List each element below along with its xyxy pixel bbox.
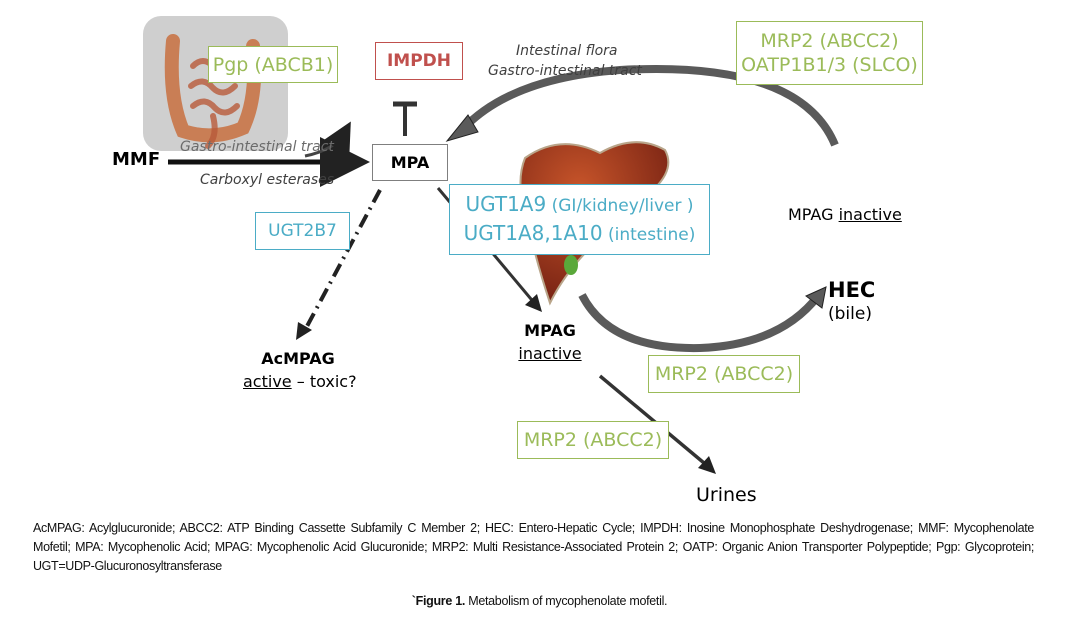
node-acmpag: AcMPAG active – toxic? bbox=[243, 347, 357, 393]
transporter-mrp2-bile: MRP2 (ABCC2) bbox=[648, 355, 800, 393]
node-mpag-right-status: inactive bbox=[838, 205, 902, 224]
figure-caption: `Figure 1. Metabolism of mycophenolate m… bbox=[0, 594, 1079, 608]
node-mpag-right-title: MPAG bbox=[788, 205, 834, 224]
inhibition-mpa-impdh bbox=[393, 101, 417, 136]
figure-caption-label: `Figure 1. bbox=[411, 594, 466, 608]
enzyme-ugt2b7: UGT2B7 bbox=[255, 212, 350, 250]
transporter-mrp2-urine-label: MRP2 (ABCC2) bbox=[523, 429, 663, 451]
node-mpag-right: MPAG inactive bbox=[788, 205, 902, 224]
enzyme-ugt1a8: UGT1A8,1A10 (intestine) bbox=[464, 220, 696, 249]
node-mpag-mid-title: MPAG bbox=[524, 321, 576, 340]
transporter-oatp-label: OATP1B1/3 (SLCO) bbox=[741, 54, 918, 76]
node-acmpag-title: AcMPAG bbox=[261, 349, 335, 368]
transporter-pgp-label: Pgp (ABCB1) bbox=[212, 53, 334, 76]
node-mpag-mid: MPAG inactive bbox=[514, 319, 586, 365]
figure-caption-text: Metabolism of mycophenolate mofetil. bbox=[465, 594, 668, 608]
node-mmf: MMF bbox=[112, 149, 161, 170]
arrow-mpag-to-hec bbox=[578, 286, 827, 353]
node-hec-bile: (bile) bbox=[828, 304, 872, 324]
enzyme-ugt1a9-name: UGT1A9 bbox=[465, 191, 547, 216]
annotation-gi-tract-top: Gastro-intestinal tract bbox=[488, 63, 642, 79]
transporter-mrp2-label: MRP2 (ABCC2) bbox=[760, 30, 899, 52]
annotation-gi-tract-left: Gastro-intestinal tract bbox=[180, 139, 334, 155]
node-mpa: MPA bbox=[372, 144, 448, 181]
enzyme-ugt1a9: UGT1A9 (GI/kidney/liver ) bbox=[465, 191, 693, 220]
node-impdh: IMPDH bbox=[375, 42, 463, 80]
arrow-mpa-to-acmpag bbox=[296, 189, 382, 340]
annotation-carboxyl-esterases: Carboxyl esterases bbox=[200, 172, 335, 188]
enzyme-ugt1a8-name: UGT1A8,1A10 bbox=[463, 220, 603, 245]
node-hec: HEC (bile) bbox=[828, 278, 875, 326]
node-mpag-mid-status: inactive bbox=[518, 344, 582, 363]
transporter-pgp: Pgp (ABCB1) bbox=[208, 46, 338, 83]
enzyme-ugt1a8-site: (intestine) bbox=[602, 224, 696, 245]
node-hec-title: HEC bbox=[828, 278, 876, 302]
transporter-mrp2-oatp: MRP2 (ABCC2) OATP1B1/3 (SLCO) bbox=[736, 21, 923, 85]
node-acmpag-active: active bbox=[243, 372, 292, 391]
transporter-mrp2-urine: MRP2 (ABCC2) bbox=[517, 421, 669, 459]
enzyme-ugt1a-group: UGT1A9 (GI/kidney/liver ) UGT1A8,1A10 (i… bbox=[449, 184, 710, 255]
abbreviations-legend: AcMPAG: Acylglucuronide; ABCC2: ATP Bind… bbox=[33, 521, 1034, 573]
transporter-mrp2-bile-label: MRP2 (ABCC2) bbox=[654, 363, 794, 385]
node-mpa-label: MPA bbox=[390, 153, 430, 172]
arrow-pgp-efflux bbox=[304, 121, 351, 158]
arrow-enterohepatic-return bbox=[445, 64, 839, 147]
enzyme-ugt1a9-site: (GI/kidney/liver ) bbox=[546, 195, 694, 216]
node-acmpag-toxic: – toxic? bbox=[291, 372, 357, 391]
enzyme-ugt2b7-label: UGT2B7 bbox=[268, 221, 337, 241]
node-impdh-label: IMPDH bbox=[386, 51, 452, 71]
annotation-intestinal-flora: Intestinal flora bbox=[516, 43, 618, 59]
node-urines: Urines bbox=[696, 484, 757, 506]
